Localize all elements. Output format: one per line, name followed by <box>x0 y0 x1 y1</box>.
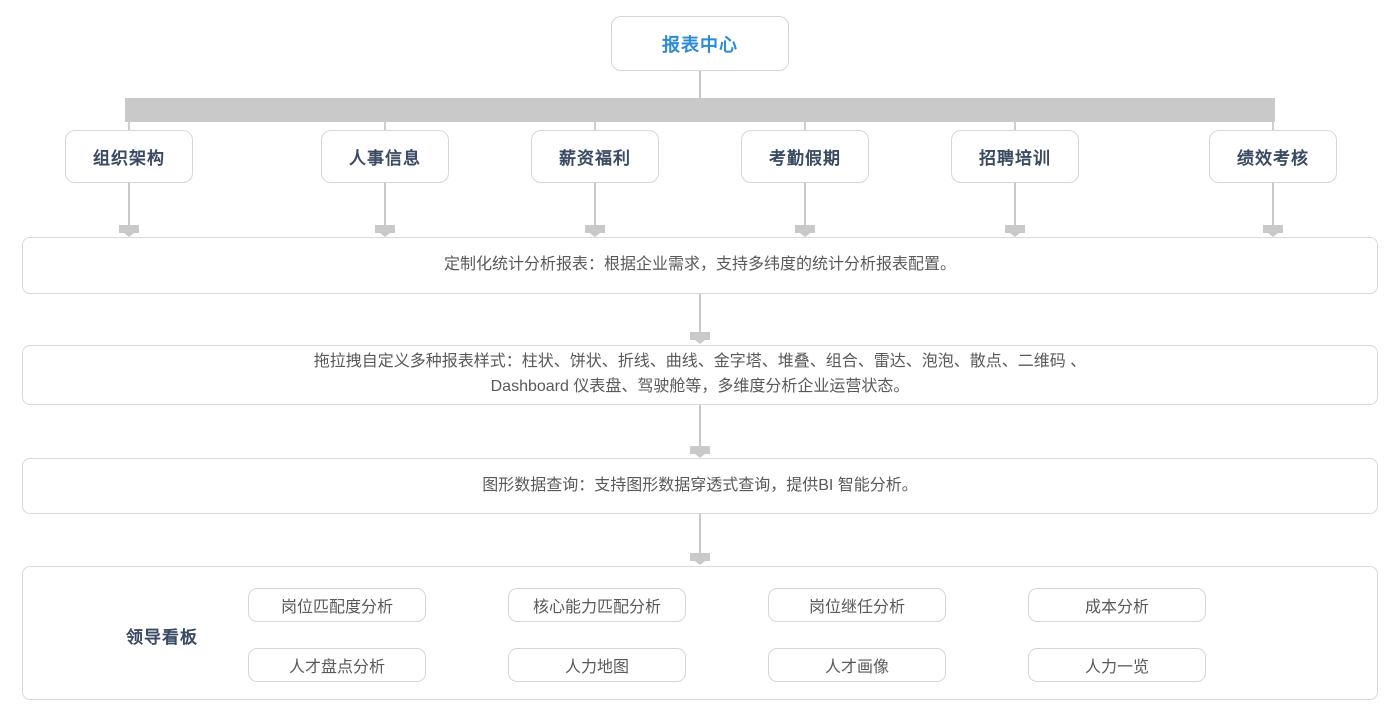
module-arrow-line <box>1014 183 1016 225</box>
flow-arrow-tip <box>695 561 705 565</box>
root-connector-line <box>699 71 701 98</box>
dashboard-chip: 人力一览 <box>1028 648 1206 682</box>
feature-box-custom-reports: 定制化统计分析报表：根据企业需求，支持多纬度的统计分析报表配置。 <box>22 237 1378 294</box>
module-stub <box>804 122 806 130</box>
module-arrow-tip <box>590 233 600 237</box>
module-node-label: 招聘培训 <box>979 149 1051 168</box>
flow-arrow-line <box>699 405 701 446</box>
dashboard-chip: 成本分析 <box>1028 588 1206 622</box>
dashboard-chip: 岗位继任分析 <box>768 588 946 622</box>
module-node-label: 考勤假期 <box>769 149 841 168</box>
module-node: 招聘培训 <box>951 130 1079 183</box>
module-node: 组织架构 <box>65 130 193 183</box>
flow-arrow-tip <box>695 454 705 458</box>
module-node: 薪资福利 <box>531 130 659 183</box>
module-arrow-line <box>128 183 130 225</box>
dashboard-chip: 人才盘点分析 <box>248 648 426 682</box>
dashboard-chip-label: 成本分析 <box>1084 599 1149 616</box>
module-arrow-line <box>594 183 596 225</box>
module-arrow-foot <box>119 225 139 233</box>
dashboard-chip-label: 人才画像 <box>824 659 889 676</box>
module-node: 绩效考核 <box>1209 130 1337 183</box>
module-stub <box>128 122 130 130</box>
feature-box-graph-query: 图形数据查询：支持图形数据穿透式查询，提供BI 智能分析。 <box>22 458 1378 514</box>
flow-arrow-line <box>699 514 701 553</box>
module-stub <box>594 122 596 130</box>
module-stub <box>384 122 386 130</box>
root-node-label: 报表中心 <box>662 34 738 55</box>
flow-arrow-tip <box>695 340 705 344</box>
flow-arrow-foot <box>690 553 710 561</box>
module-arrow-tip <box>1010 233 1020 237</box>
module-arrow-foot <box>1263 225 1283 233</box>
module-arrow-foot <box>1005 225 1025 233</box>
feature-text-line1: 拖拉拽自定义多种报表样式：柱状、饼状、折线、曲线、金字塔、堆叠、组合、雷达、泡泡… <box>313 353 1087 371</box>
module-arrow-line <box>1272 183 1274 225</box>
module-node-label: 薪资福利 <box>559 149 631 168</box>
flow-arrow-foot <box>690 446 710 454</box>
module-arrow-line <box>384 183 386 225</box>
flow-arrow-line <box>699 294 701 332</box>
module-arrow-tip <box>124 233 134 237</box>
module-arrow-tip <box>800 233 810 237</box>
dashboard-chip-label: 核心能力匹配分析 <box>532 599 661 616</box>
module-node-label: 绩效考核 <box>1237 149 1309 168</box>
dashboard-chip: 核心能力匹配分析 <box>508 588 686 622</box>
dashboard-chip-label: 岗位继任分析 <box>808 599 905 616</box>
flow-arrow-foot <box>690 332 710 340</box>
leader-dashboard-label: 领导看板 <box>126 628 198 647</box>
feature-box-report-styles: 拖拉拽自定义多种报表样式：柱状、饼状、折线、曲线、金字塔、堆叠、组合、雷达、泡泡… <box>22 345 1378 405</box>
module-node-label: 组织架构 <box>93 149 165 168</box>
module-node: 考勤假期 <box>741 130 869 183</box>
dashboard-chip: 岗位匹配度分析 <box>248 588 426 622</box>
module-stub <box>1014 122 1016 130</box>
feature-text: 图形数据查询：支持图形数据穿透式查询，提供BI 智能分析。 <box>482 476 918 494</box>
module-node: 人事信息 <box>321 130 449 183</box>
module-stub <box>1272 122 1274 130</box>
module-arrow-tip <box>380 233 390 237</box>
root-node: 报表中心 <box>611 16 789 71</box>
module-arrow-foot <box>795 225 815 233</box>
dashboard-chip-label: 人力地图 <box>564 659 629 676</box>
dashboard-chip-label: 人才盘点分析 <box>288 659 385 676</box>
module-arrow-line <box>804 183 806 225</box>
module-arrow-foot <box>375 225 395 233</box>
dashboard-chip-label: 人力一览 <box>1084 659 1149 676</box>
dashboard-chip: 人才画像 <box>768 648 946 682</box>
module-arrow-tip <box>1268 233 1278 237</box>
module-node-label: 人事信息 <box>349 149 421 168</box>
feature-text: 定制化统计分析报表：根据企业需求，支持多纬度的统计分析报表配置。 <box>443 256 956 274</box>
module-arrow-foot <box>585 225 605 233</box>
trunk-bar <box>125 98 1275 122</box>
feature-text-line2: Dashboard 仪表盘、驾驶舱等，多维度分析企业运营状态。 <box>490 378 910 395</box>
dashboard-chip-label: 岗位匹配度分析 <box>280 599 393 616</box>
dashboard-chip: 人力地图 <box>508 648 686 682</box>
